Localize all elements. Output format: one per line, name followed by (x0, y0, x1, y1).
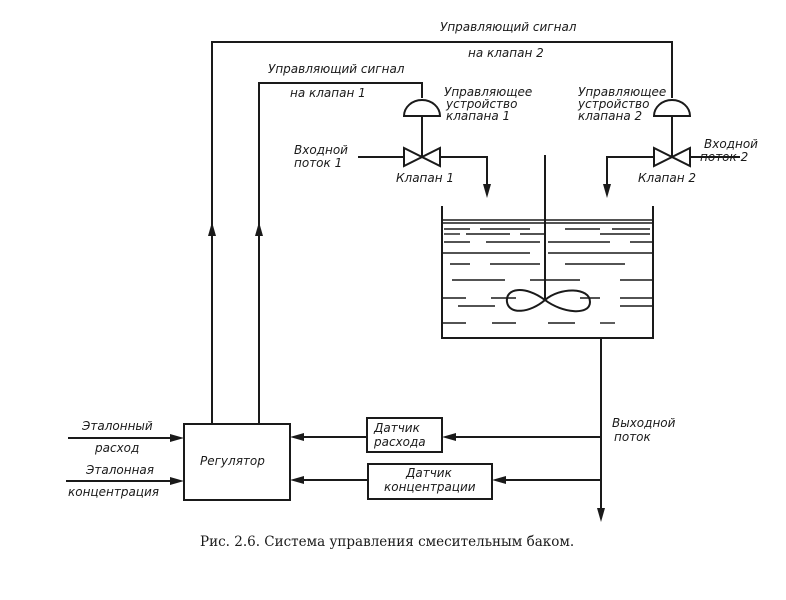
signal1-label-line2: на клапан 1 (290, 86, 366, 100)
outflow-line (597, 338, 605, 522)
flow-sensor-label-2: расхода (373, 435, 426, 449)
inflow2-label-2: поток 2 (700, 150, 748, 164)
regulator (183, 423, 291, 501)
valve2 (603, 146, 740, 198)
setpoint-conc-label-1: Эталонная (85, 463, 154, 477)
figure-caption: Рис. 2.6. Система управления смесительны… (200, 534, 574, 550)
signal1-label-line1: Управляющий сигнал (268, 62, 405, 76)
conc-sensor-label-1: Датчик (405, 466, 453, 480)
setpoint-flow-label-2: расход (94, 441, 139, 455)
arrow-left-flow-to-regulator (290, 433, 304, 441)
actuator1-label-2: устройство (445, 97, 517, 111)
arrow-down-inflow1 (483, 184, 491, 198)
actuator2-label-2: устройство (577, 97, 649, 111)
actuator-valve2 (652, 99, 692, 157)
agitator (505, 155, 592, 313)
outflow-label-2: поток (614, 430, 652, 444)
arrow-left-flow-sensor-in (442, 433, 456, 441)
arrow-right-setpoint-flow (170, 434, 184, 442)
mixing-tank (441, 206, 654, 339)
outflow-label-1: Выходной (612, 416, 676, 430)
actuator-valve1 (402, 99, 442, 157)
setpoint-conc-label-2: концентрация (68, 485, 159, 499)
setpoint-concentration-line (66, 477, 184, 485)
setpoint-flow-line (68, 434, 184, 442)
setpoint-flow-label-1: Эталонный (81, 419, 153, 433)
arrow-up-signal2 (208, 222, 216, 236)
actuator2-label-3: клапана 2 (578, 109, 642, 123)
arrow-right-setpoint-conc (170, 477, 184, 485)
actuator1-label-1: Управляющее (444, 85, 532, 99)
liquid-lines (442, 228, 653, 324)
valve2-label: Клапан 2 (638, 171, 696, 185)
signal-line-valve2 (208, 41, 673, 424)
actuator2-label-1: Управляющее (578, 85, 666, 99)
regulator-label: Регулятор (200, 454, 265, 468)
signal-line-valve1 (255, 82, 423, 424)
arrow-left-conc-to-regulator (290, 476, 304, 484)
actuator1-label-3: клапана 1 (446, 109, 510, 123)
conc-sensor-label-2: концентрации (384, 480, 476, 494)
arrow-down-outflow (597, 508, 605, 522)
flow-sensor-label-1: Датчик (373, 421, 421, 435)
inflow1-label-1: Входной (294, 143, 348, 157)
arrow-left-conc-sensor-in (492, 476, 506, 484)
arrow-down-inflow2 (603, 184, 611, 198)
flow-sensor (290, 417, 601, 453)
signal2-label-line2: на клапан 2 (468, 46, 544, 60)
concentration-sensor (290, 463, 601, 500)
inflow2-label-1: Входной (704, 137, 758, 151)
arrow-up-signal1 (255, 222, 263, 236)
signal2-label-line1: Управляющий сигнал (440, 20, 577, 34)
inflow1-label-2: поток 1 (294, 156, 342, 170)
valve1 (358, 146, 491, 198)
valve1-label: Клапан 1 (396, 171, 454, 185)
